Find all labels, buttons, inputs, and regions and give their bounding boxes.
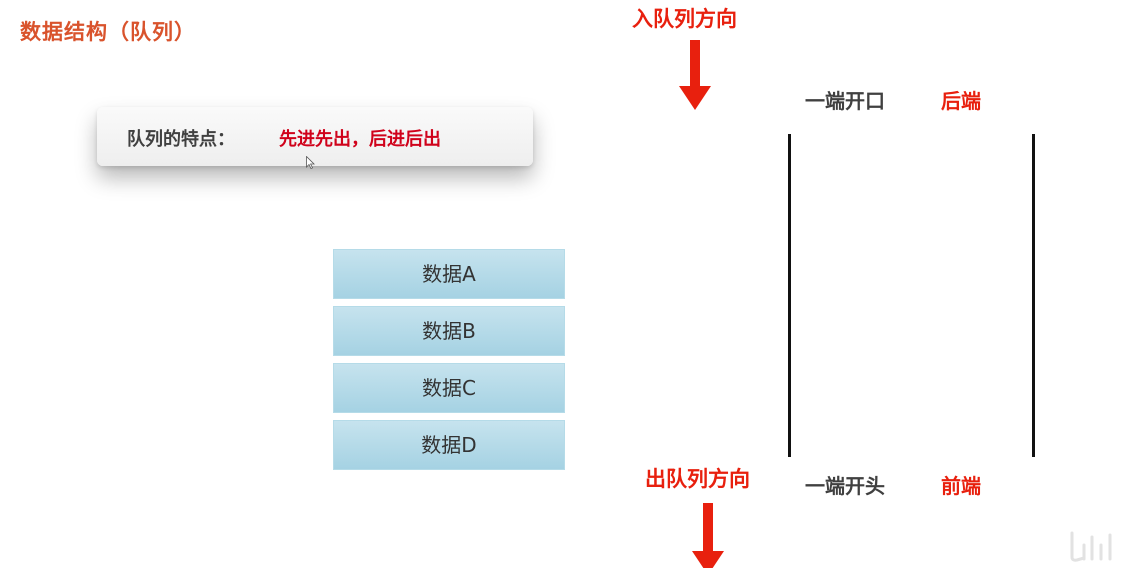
front-end-tag: 前端 [941, 474, 981, 498]
data-item-b: 数据B [333, 306, 565, 356]
rear-end-tag: 后端 [941, 89, 981, 113]
queue-right-wall [1032, 134, 1035, 457]
callout-label: 队列的特点： [127, 129, 235, 150]
data-item-c: 数据C [333, 363, 565, 413]
bilibili-watermark-icon [1070, 531, 1112, 562]
queue-feature-callout: 队列的特点： 先进先出，后进后出 [97, 107, 533, 166]
cursor-icon [306, 156, 315, 169]
page-title: 数据结构（队列） [20, 20, 196, 44]
callout-value: 先进先出，后进后出 [279, 129, 441, 150]
data-item-d: 数据D [333, 420, 565, 470]
queue-left-wall [788, 134, 791, 457]
front-end-label: 一端开头 [805, 474, 885, 498]
enqueue-direction-label: 入队列方向 [632, 7, 737, 31]
dequeue-direction-label: 出队列方向 [645, 467, 750, 491]
dequeue-down-arrow-icon [692, 503, 724, 568]
data-item-a: 数据A [333, 249, 565, 299]
rear-end-label: 一端开口 [805, 89, 885, 113]
enqueue-down-arrow-icon [679, 40, 711, 110]
